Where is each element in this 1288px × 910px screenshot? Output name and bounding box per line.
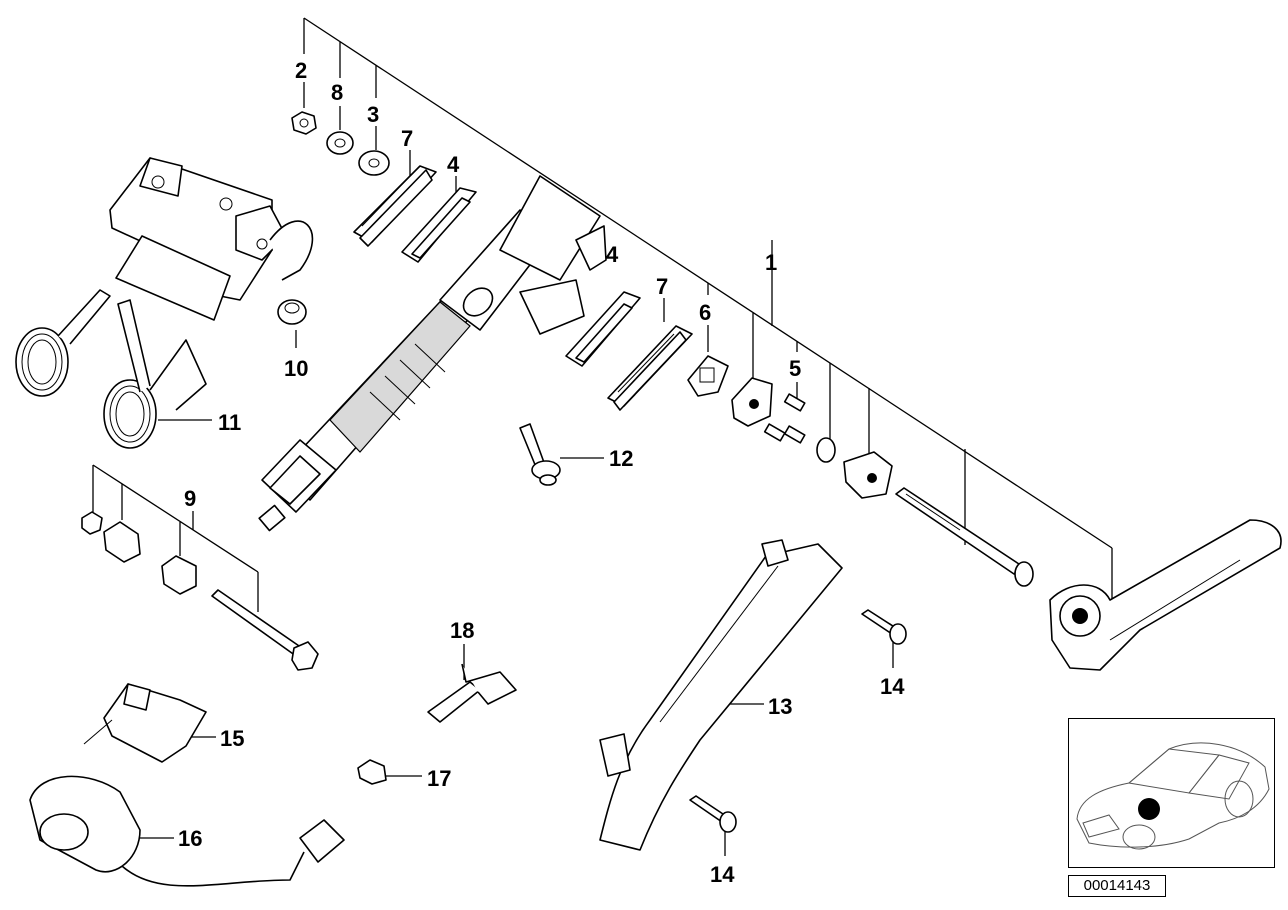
nut-part (277, 299, 307, 325)
callout-15: 15 (220, 726, 244, 751)
callout-16: 16 (178, 826, 202, 851)
callout-2: 2 (295, 58, 307, 83)
callout-7: 7 (401, 126, 413, 151)
screw-part (689, 795, 737, 833)
callout-14: 14 (880, 674, 905, 699)
callout-12: 12 (609, 446, 633, 471)
vehicle-location-thumbnail (1068, 718, 1275, 868)
clamp-bolt-part (895, 487, 1034, 587)
callout-10: 10 (284, 356, 308, 381)
switch-part (83, 683, 207, 763)
screw-part (861, 609, 907, 645)
guide-part (401, 187, 477, 263)
callout-17: 17 (427, 766, 451, 791)
car-silhouette-icon (1076, 742, 1270, 850)
callout-6: 6 (699, 300, 711, 325)
diagram-reference-code: 00014143 (1068, 875, 1166, 897)
clip-part (103, 521, 141, 563)
callout-4: 4 (606, 242, 619, 267)
callout-3: 3 (367, 102, 379, 127)
column-bracket-part (109, 157, 314, 321)
callout-1: 1 (765, 250, 777, 275)
callout-7: 7 (656, 274, 668, 299)
clip-part (357, 759, 387, 785)
callout-11: 11 (218, 410, 241, 435)
callout-5: 5 (789, 356, 801, 381)
wire-clip-part (427, 663, 517, 723)
washer-part (358, 150, 390, 176)
callout-8: 8 (331, 80, 343, 105)
location-marker-icon (1138, 798, 1160, 820)
washer-part (326, 131, 354, 155)
slide-rail-part (353, 165, 437, 247)
screw-part (519, 423, 561, 486)
control-unit-part (29, 775, 345, 887)
clip-part (161, 555, 197, 595)
lock-part (843, 451, 893, 499)
lock-part (687, 355, 729, 397)
callout-labels: 2 8 3 7 4 4 7 1 6 5 10 11 12 9 18 13 14 … (178, 58, 905, 887)
guide-part (565, 291, 641, 367)
spring-part (816, 437, 836, 463)
lock-disc-part (731, 377, 773, 427)
bolt-part (211, 589, 319, 671)
nut-part (81, 511, 103, 535)
steering-column-part (258, 175, 607, 532)
callout-18: 18 (450, 618, 474, 643)
adjustment-lever-part (1049, 519, 1282, 671)
nut-part (291, 111, 317, 135)
callout-9: 9 (184, 486, 196, 511)
pin-part (763, 393, 806, 444)
assembly-bracket-lines (92, 17, 1113, 612)
callout-4: 4 (447, 152, 460, 177)
callout-13: 13 (768, 694, 792, 719)
spring-part (15, 289, 207, 449)
cover-rail-part (599, 539, 843, 851)
slide-rail-part (607, 325, 693, 411)
callout-14: 14 (710, 862, 735, 887)
